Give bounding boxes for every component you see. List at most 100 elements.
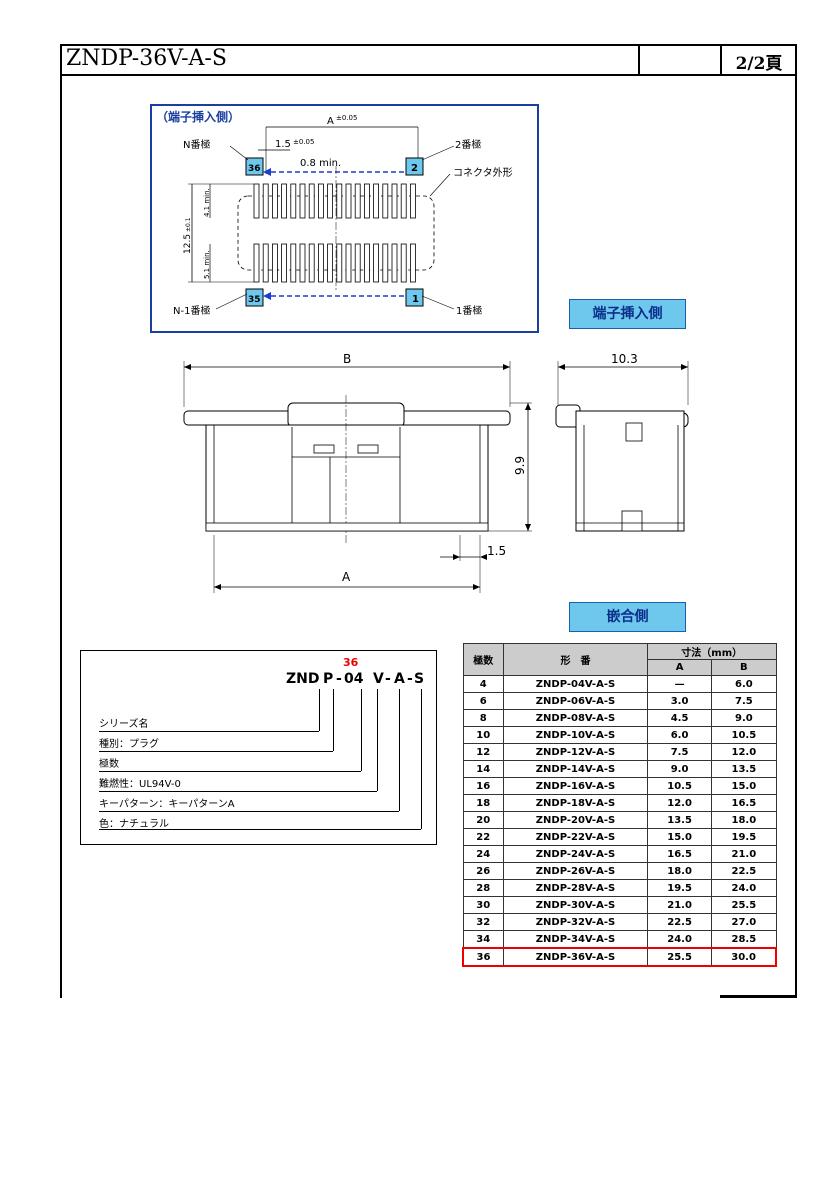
pn-part-sep: - xyxy=(336,671,342,687)
pin-terminal xyxy=(253,183,260,219)
pinout-diagram: （端子挿入側） A ±0.05 1.5 ±0.05 0.8 min. N番極 2… xyxy=(150,104,539,333)
pin-terminal xyxy=(354,183,361,219)
frame-left-border xyxy=(60,76,62,998)
cell-b: 7.5 xyxy=(711,692,777,710)
frame-bottom-border xyxy=(720,995,797,998)
cell-b: 21.0 xyxy=(711,845,777,863)
pn-part-sep: - xyxy=(385,671,391,687)
pin2-box xyxy=(405,157,424,176)
pin-terminal xyxy=(299,183,306,219)
pin-terminal xyxy=(373,243,380,283)
cell-part: ZNDP-20V-A-S xyxy=(503,811,648,829)
pin35-box xyxy=(245,288,264,307)
col-a: A xyxy=(646,659,713,676)
pin-terminal xyxy=(290,243,297,283)
cell-a: 25.5 xyxy=(646,947,713,967)
pin-terminal xyxy=(308,243,315,283)
legend-row-color: 色：ナチュラル xyxy=(99,819,169,830)
pole1-label: 1番極 xyxy=(456,304,482,317)
dim-pitch-tol: ±0.05 xyxy=(293,138,314,146)
pin-terminal xyxy=(281,243,288,283)
cell-poles: 28 xyxy=(462,879,505,897)
pin-terminal xyxy=(409,183,416,219)
legend-row-poles: 極数 xyxy=(99,759,119,770)
dim-a-front-label: A xyxy=(342,570,351,584)
cell-part: ZNDP-08V-A-S xyxy=(503,709,648,727)
dim-height-tol: ±0.1 xyxy=(185,217,192,232)
pn-part-sep: - xyxy=(407,671,413,687)
front-view-drawing: B 9.9 A 1.5 xyxy=(183,352,532,593)
col-b: B xyxy=(711,659,777,676)
pin-terminal xyxy=(299,243,306,283)
cell-a: 16.5 xyxy=(646,845,713,863)
pin-terminal xyxy=(391,183,398,219)
cell-b: 9.0 xyxy=(711,709,777,727)
pn-part-type: P xyxy=(323,671,334,687)
pin-terminal xyxy=(354,243,361,283)
pin-terminal xyxy=(382,243,389,283)
pin-terminal xyxy=(253,243,260,283)
pin-terminal xyxy=(409,243,416,283)
n-pole-label: N番極 xyxy=(183,138,210,151)
pin-terminal xyxy=(363,243,370,283)
cell-poles: 36 xyxy=(462,947,505,967)
divider xyxy=(638,44,640,76)
col-dims: 寸法（mm） xyxy=(646,643,777,660)
dim-upper-label: 4.1 min. xyxy=(203,188,211,217)
cell-part: ZNDP-06V-A-S xyxy=(503,692,648,710)
divider xyxy=(720,44,722,76)
cell-poles: 32 xyxy=(462,913,505,931)
cell-poles: 16 xyxy=(462,777,505,795)
cell-part: ZNDP-34V-A-S xyxy=(503,930,648,949)
document-title: ZNDP-36V-A-S xyxy=(66,46,227,71)
pin36-box xyxy=(245,157,264,176)
insert-side-label: 端子挿入側 xyxy=(569,299,686,329)
pin-terminal xyxy=(400,183,407,219)
col-poles: 極数 xyxy=(462,643,505,676)
pole2-label: 2番極 xyxy=(455,138,481,151)
dim-s-label: 1.5 xyxy=(487,544,506,558)
col-part: 形 番 xyxy=(503,643,648,676)
cell-poles: 20 xyxy=(462,811,505,829)
pn-part-color: S xyxy=(414,671,425,687)
cell-b: 28.5 xyxy=(711,930,777,949)
cell-b: 30.0 xyxy=(711,947,778,967)
cell-part: ZNDP-12V-A-S xyxy=(503,743,648,761)
pin-terminal xyxy=(336,183,343,219)
cell-b: 12.0 xyxy=(711,743,777,761)
bottom-pin-row xyxy=(253,243,416,283)
cell-b: 10.5 xyxy=(711,726,777,744)
cell-a: 22.5 xyxy=(646,913,713,931)
cell-poles: 24 xyxy=(462,845,505,863)
dim-a-label: A xyxy=(327,116,334,127)
pin-terminal xyxy=(400,243,407,283)
cell-part: ZNDP-14V-A-S xyxy=(503,760,648,778)
dim-a-tol: ±0.05 xyxy=(336,114,357,122)
pn-part-poles: 04 xyxy=(344,671,364,687)
pin-terminal xyxy=(382,183,389,219)
cell-poles: 30 xyxy=(462,896,505,914)
legend-row-flame: 難燃性：UL94V-0 xyxy=(99,779,181,790)
cell-part: ZNDP-04V-A-S xyxy=(503,675,648,693)
dim-height-label: 12.5 xyxy=(183,234,193,254)
cell-part: ZNDP-26V-A-S xyxy=(503,862,648,880)
cell-part: ZNDP-10V-A-S xyxy=(503,726,648,744)
pin36-label: 36 xyxy=(248,164,261,174)
pin-terminal xyxy=(272,183,278,219)
cell-b: 25.5 xyxy=(711,896,777,914)
cell-b: 6.0 xyxy=(711,675,777,693)
cell-part: ZNDP-28V-A-S xyxy=(503,879,648,897)
pin2-label: 2 xyxy=(411,163,418,174)
pin-terminal xyxy=(345,183,352,219)
pin-terminal xyxy=(336,243,343,283)
pin35-label: 35 xyxy=(248,295,261,305)
legend-row-series: シリーズ名 xyxy=(99,719,149,730)
cell-poles: 34 xyxy=(462,930,505,949)
